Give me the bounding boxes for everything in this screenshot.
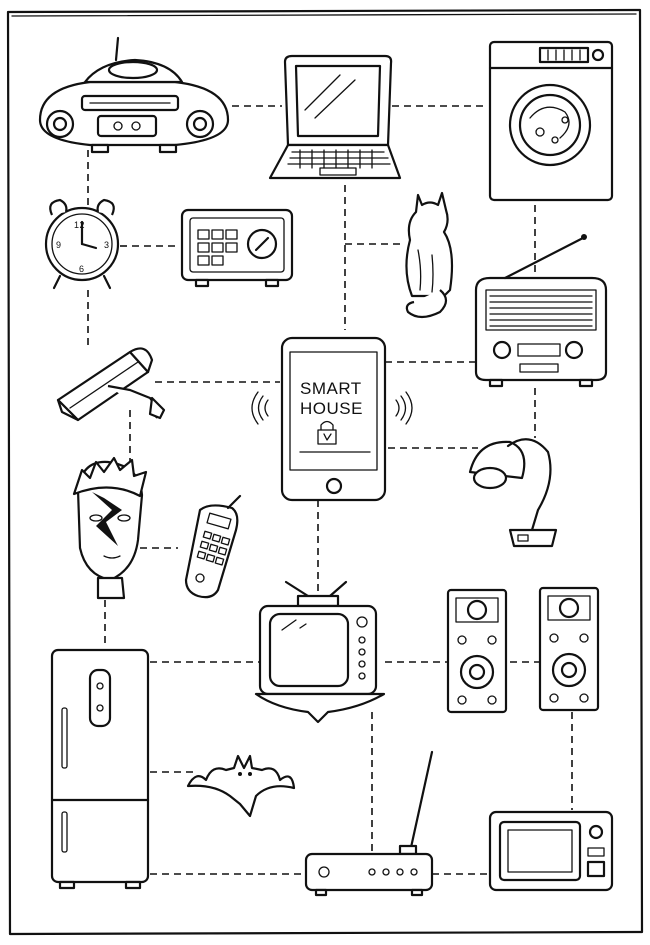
hub-title-line2: HOUSE xyxy=(300,399,363,418)
alarm-clock-icon: 12 3 6 9 xyxy=(46,200,118,288)
wireless-signal-left-icon xyxy=(252,392,268,424)
speaker-icon xyxy=(448,590,506,712)
wireless-signal-right-icon xyxy=(396,392,412,424)
tv-icon xyxy=(256,582,384,722)
laptop-icon xyxy=(270,56,400,178)
router-icon xyxy=(306,752,432,895)
cordless-phone-icon xyxy=(186,496,240,597)
safe-icon xyxy=(182,210,292,286)
washing-machine-icon xyxy=(490,42,612,200)
hub-phone-body xyxy=(282,338,385,500)
microwave-icon xyxy=(490,812,612,890)
svg-text:3: 3 xyxy=(104,240,110,250)
svg-text:9: 9 xyxy=(56,240,62,250)
lamp-icon xyxy=(470,439,556,546)
face-portrait-icon xyxy=(74,458,146,598)
svg-text:6: 6 xyxy=(79,264,85,274)
cat-icon xyxy=(406,193,452,317)
fridge-icon xyxy=(52,650,148,888)
svg-text:12: 12 xyxy=(74,220,85,230)
boombox-icon xyxy=(40,38,228,152)
hub-title-line1: SMART xyxy=(300,379,362,398)
radio-icon xyxy=(476,234,606,386)
speaker-icon xyxy=(540,588,598,710)
security-camera-icon xyxy=(58,348,164,420)
bat-icon xyxy=(188,756,294,816)
hub-home-button[interactable] xyxy=(327,479,341,493)
